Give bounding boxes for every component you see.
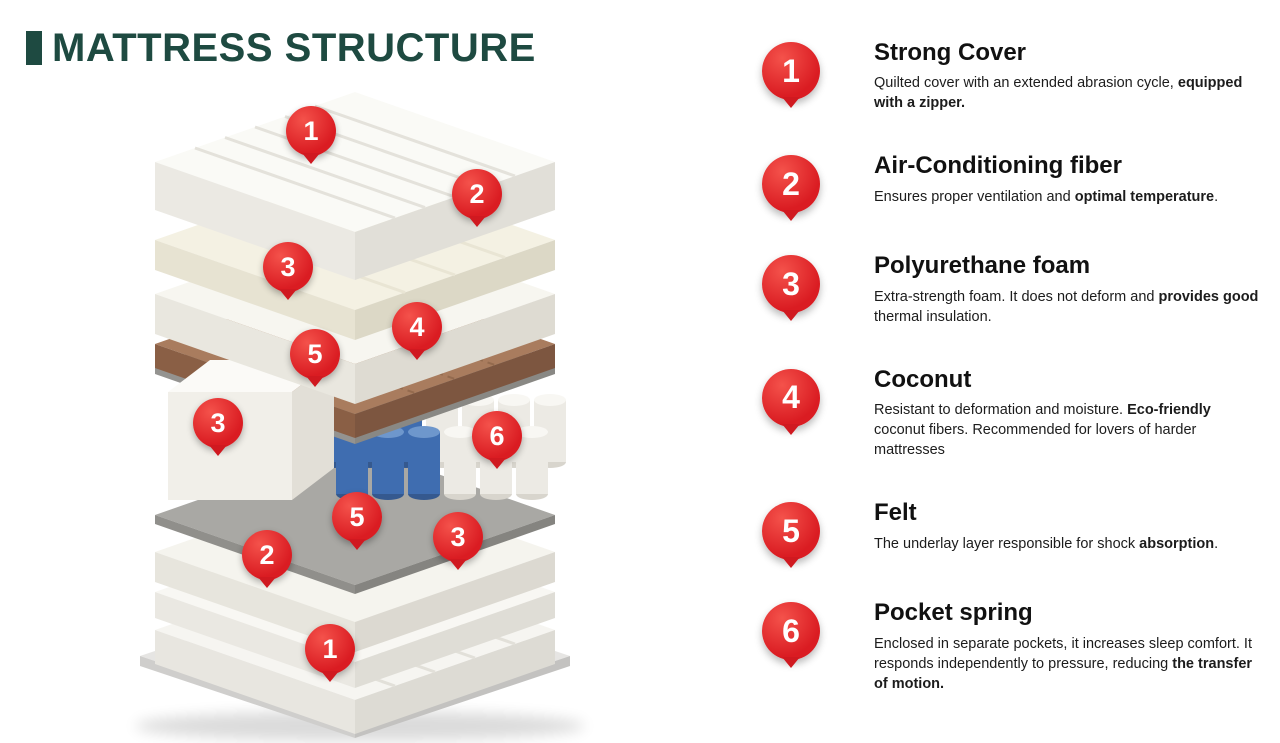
page-header: MATTRESS STRUCTURE (26, 28, 536, 68)
legend-text: Polyurethane foam Extra-strength foam. I… (874, 252, 1262, 326)
page-title: MATTRESS STRUCTURE (52, 26, 536, 70)
diagram-marker-3: 3 (263, 242, 313, 292)
diagram-marker-2: 2 (452, 169, 502, 219)
legend-marker-1: 1 (762, 42, 820, 100)
legend-item-felt: 5 Felt The underlay layer responsible fo… (762, 499, 1262, 561)
diagram-marker-5: 5 (290, 329, 340, 379)
legend-item-pocket-spring: 6 Pocket spring Enclosed in separate poc… (762, 599, 1262, 693)
legend-marker-2: 2 (762, 155, 820, 214)
title-bullet-icon (26, 31, 42, 65)
legend-item-title: Pocket spring (874, 599, 1033, 627)
diagram-marker-4: 4 (392, 302, 442, 352)
legend-item-polyurethane-foam: 3 Polyurethane foam Extra-strength foam.… (762, 252, 1262, 326)
legend-text: Strong Cover Quilted cover with an exten… (874, 39, 1262, 113)
diagram-marker-5: 5 (332, 492, 382, 542)
legend-item-strong-cover: 1 Strong Cover Quilted cover with an ext… (762, 39, 1262, 113)
legend-item-desc: Extra-strength foam. It does not deform … (874, 288, 1259, 325)
legend-item-desc: Enclosed in separate pockets, it increas… (874, 635, 1253, 692)
diagram-marker-1: 1 (305, 624, 355, 674)
legend-item-desc: Quilted cover with an extended abrasion … (874, 75, 1243, 112)
legend-marker-5: 5 (762, 502, 820, 561)
diagram-marker-3: 3 (433, 512, 483, 562)
legend-text: Felt The underlay layer responsible for … (874, 499, 1262, 553)
legend-marker-6: 6 (762, 602, 820, 661)
legend-item-title: Felt (874, 499, 917, 527)
legend-item-title: Strong Cover (874, 39, 1027, 66)
legend-item-title: Polyurethane foam (874, 252, 1091, 280)
legend-item-title: Air-Conditioning fiber (874, 152, 1122, 180)
legend-text: Air-Conditioning fiber Ensures proper ve… (874, 152, 1262, 206)
legend-item-coconut: 4 Coconut Resistant to deformation and m… (762, 365, 1262, 460)
legend-item-desc: Ensures proper ventilation and optimal t… (874, 188, 1219, 205)
diagram-marker-2: 2 (242, 530, 292, 580)
legend-text: Pocket spring Enclosed in separate pocke… (874, 599, 1262, 693)
legend-marker-4: 4 (762, 368, 820, 427)
diagram-marker-3: 3 (193, 398, 243, 448)
legend-item-title: Coconut (874, 365, 972, 393)
diagram-marker-1: 1 (286, 106, 336, 156)
diagram-marker-6: 6 (472, 411, 522, 461)
legend-text: Coconut Resistant to deformation and moi… (874, 365, 1262, 460)
legend-marker-3: 3 (762, 255, 820, 314)
legend-item-desc: Resistant to deformation and moisture. E… (874, 402, 1211, 459)
legend-item-fiber: 2 Air-Conditioning fiber Ensures proper … (762, 152, 1262, 214)
legend-item-desc: The underlay layer responsible for shock… (874, 535, 1219, 552)
legend: 1 Strong Cover Quilted cover with an ext… (762, 39, 1262, 694)
